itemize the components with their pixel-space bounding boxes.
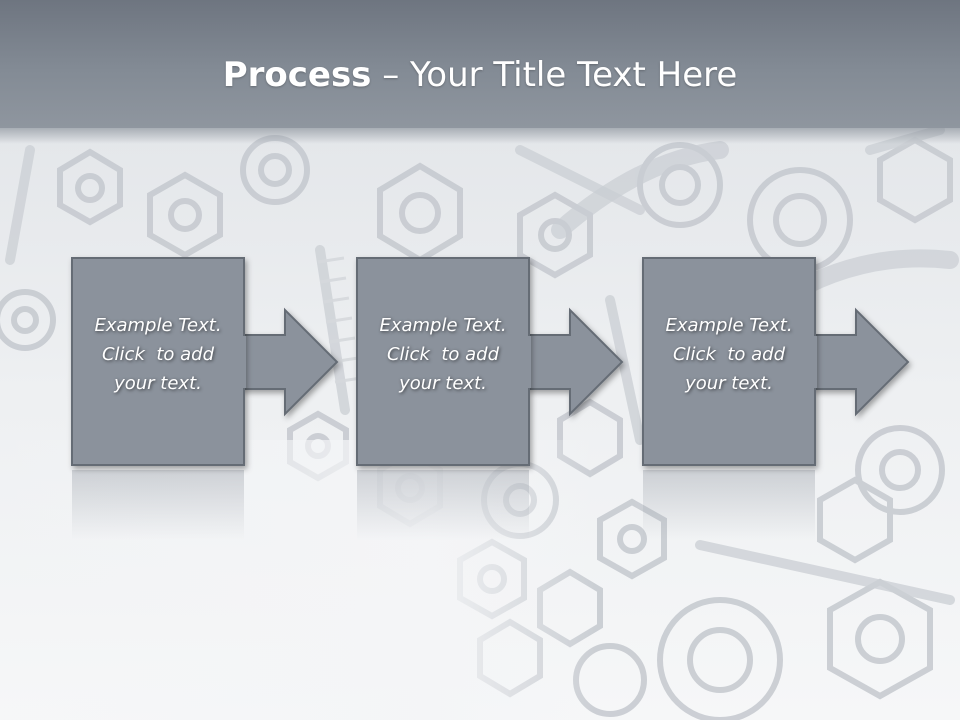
step-3-line-3: your text. [685, 373, 773, 394]
step-3-line-2: Click to add [672, 344, 785, 365]
step-1-text[interactable]: Example Text. Click to add your text. [72, 311, 244, 398]
step-1-line-3: your text. [114, 373, 202, 394]
title-bold: Process [222, 55, 372, 95]
step-1[interactable] [71, 257, 339, 540]
step-3-line-1: Example Text. [665, 315, 793, 336]
step-1-line-2: Click to add [101, 344, 214, 365]
step-2-line-2: Click to add [386, 344, 499, 365]
step-1-box [71, 257, 245, 466]
step-2-reflection [357, 470, 529, 540]
step-2[interactable] [356, 257, 624, 540]
step-3-text[interactable]: Example Text. Click to add your text. [643, 311, 815, 398]
step-2-line-1: Example Text. [379, 315, 507, 336]
step-3[interactable] [642, 257, 910, 540]
step-1-reflection [72, 470, 244, 540]
step-1-arrow [241, 307, 339, 417]
step-3-box [642, 257, 816, 466]
step-1-line-1: Example Text. [94, 315, 222, 336]
step-2-text[interactable]: Example Text. Click to add your text. [357, 311, 529, 398]
step-2-box [356, 257, 530, 466]
step-3-arrow [812, 307, 910, 417]
title-band [0, 0, 960, 144]
slide-title[interactable]: Process – Your Title Text Here [0, 52, 960, 98]
step-2-arrow [526, 307, 624, 417]
step-2-line-3: your text. [399, 373, 487, 394]
step-3-reflection [643, 470, 815, 540]
title-rest: – Your Title Text Here [371, 55, 738, 95]
